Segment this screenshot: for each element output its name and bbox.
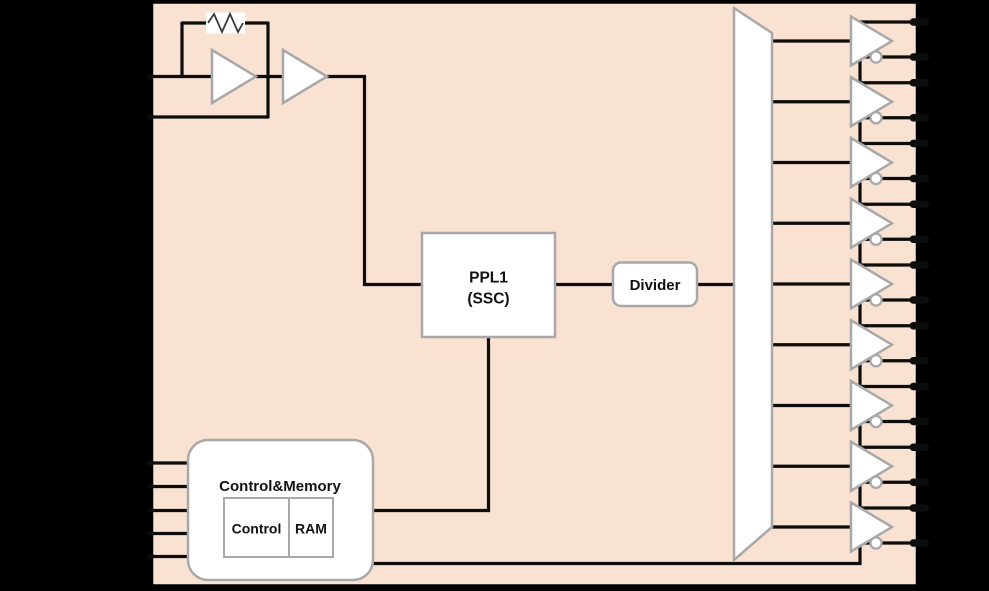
pin-dot [148,483,155,490]
osc-to-pll-wire [325,74,424,287]
output-buffer [849,318,895,372]
output-pin-stub [909,478,929,487]
output-pin-stub [909,296,929,304]
output-pin-stub [909,417,929,426]
output-pin-stub [909,443,929,452]
divider-label: Divider [630,277,681,294]
pll-label-line1: PPL1 [469,270,508,287]
pll-block: PPL1 (SSC) [420,231,557,339]
output-pin-stub [909,261,929,269]
output-pin-stub [909,78,929,87]
output-pin-stub [909,539,929,547]
inverting-bubble-icon [869,50,883,64]
output-pin-stub [909,200,929,209]
output-pin-stub [909,356,929,365]
inverting-bubble-icon [869,475,883,489]
control-cell-label: Control [232,521,282,537]
pll-label-line2: (SSC) [467,291,509,308]
mux-trapezoid [732,5,774,563]
resistor-zigzag-icon [207,11,244,35]
output-pin-stubs [909,18,929,547]
output-pin-stub [909,382,929,391]
output-pin-stub [909,139,929,148]
pin-dot [148,507,155,514]
output-pin-stub [909,18,929,26]
output-pin-stub [909,321,929,330]
inverting-bubble-icon [869,354,883,368]
oscillator-amps [210,47,330,106]
output-buffer [849,439,895,493]
output-buffer [849,500,895,554]
pin-dot [148,460,155,466]
pin-dots [148,73,155,560]
divider-box [611,261,699,308]
control-bus-wire [370,541,862,566]
output-buffer [849,378,895,433]
output-buffer [849,135,895,190]
pll-to-control-wire [371,335,491,513]
generated-wires [147,20,920,559]
pin-dot [148,530,155,537]
osc-amp-icon [210,47,259,106]
control-memory-title: Control&Memory [219,478,341,495]
output-buffer [849,75,895,129]
pin-dot [148,73,154,80]
output-pin-stub [909,235,929,244]
output-pin-stub [909,53,929,61]
output-buffers [849,14,895,554]
output-pin-stub [909,504,929,512]
control-ram-box [223,497,334,558]
inverting-bubble-icon [869,171,883,186]
inverting-bubble-icon [869,414,883,429]
inverting-bubble-icon [869,232,883,246]
wires [147,21,862,566]
output-pin-stub [909,174,929,183]
pll-box [420,231,557,339]
osc-buffer-icon [281,47,330,106]
ram-cell-label: RAM [295,521,327,537]
feedback-resistor [206,11,245,35]
inverting-bubble-icon [869,111,883,125]
inverting-bubble-icon [869,536,883,550]
pin-dot [148,553,155,560]
output-buffer [849,196,895,250]
output-buffer [849,14,895,68]
pin-dot [148,114,154,120]
control-memory-block: Control&Memory Control RAM [186,438,375,582]
output-buffer [849,257,895,311]
divider-block: Divider [611,261,699,308]
inverting-bubble-icon [869,293,883,307]
output-pin-stub [909,113,929,122]
